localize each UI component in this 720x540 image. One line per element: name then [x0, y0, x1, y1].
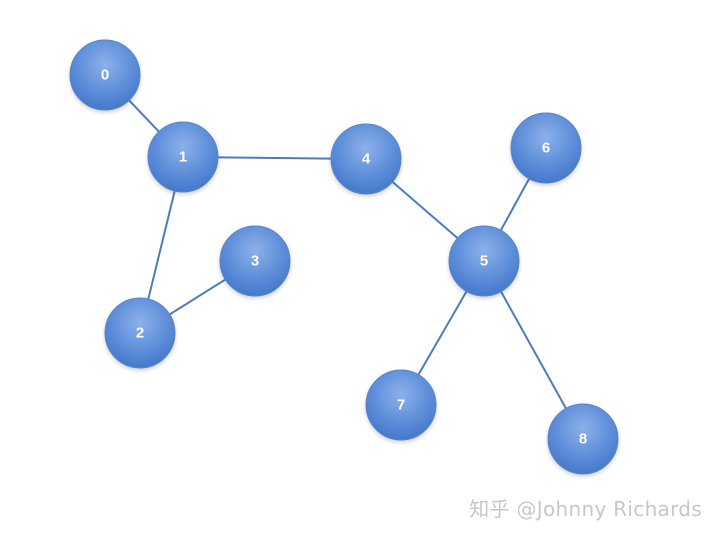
node-circle-5 [448, 225, 520, 297]
node-6: 6 [510, 112, 582, 184]
node-label-2: 2 [136, 325, 144, 342]
node-circle-7 [365, 369, 437, 441]
node-label-3: 3 [251, 253, 259, 270]
node-label-0: 0 [101, 67, 109, 84]
node-1: 1 [147, 121, 219, 193]
node-circle-3 [219, 225, 291, 297]
node-0: 0 [69, 39, 141, 111]
node-label-5: 5 [480, 253, 488, 270]
node-circle-6 [510, 112, 582, 184]
node-4: 4 [330, 123, 402, 195]
node-circle-1 [147, 121, 219, 193]
node-label-6: 6 [542, 140, 550, 157]
node-label-8: 8 [579, 431, 587, 448]
watermark-text: 知乎 @Johnny Richards [469, 497, 702, 521]
node-3: 3 [219, 225, 291, 297]
node-2: 2 [104, 297, 176, 369]
node-circle-4 [330, 123, 402, 195]
node-7: 7 [365, 369, 437, 441]
node-circle-0 [69, 39, 141, 111]
node-8: 8 [547, 403, 619, 475]
node-label-7: 7 [397, 397, 405, 414]
node-circle-2 [104, 297, 176, 369]
node-label-4: 4 [362, 151, 371, 168]
nodes-layer: 0 1 2 3 4 5 6 7 8 [69, 39, 619, 475]
node-label-1: 1 [179, 149, 187, 166]
node-circle-8 [547, 403, 619, 475]
node-5: 5 [448, 225, 520, 297]
